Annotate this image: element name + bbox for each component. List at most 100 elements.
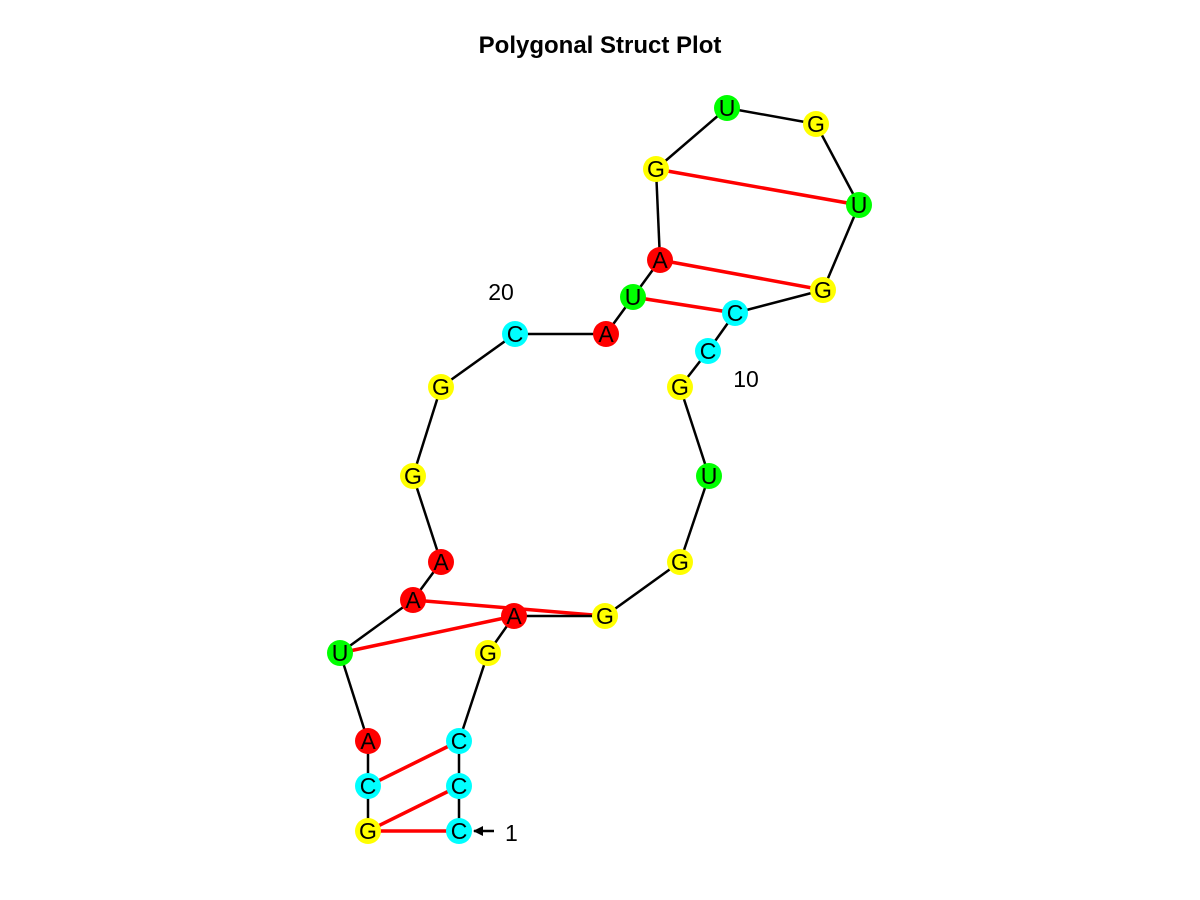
nucleotide-letter: C xyxy=(360,773,377,799)
nucleotide-letter: G xyxy=(814,277,832,303)
nucleotide-circle xyxy=(446,773,472,799)
backbone-line xyxy=(338,652,370,742)
nucleotide-circle xyxy=(696,463,722,489)
nucleotide-node: U xyxy=(327,640,353,666)
nucleotide-letter: A xyxy=(506,603,522,629)
nucleotide-circle xyxy=(502,321,528,347)
nucleotide-circle xyxy=(803,111,829,137)
nucleotide-node: G xyxy=(400,463,426,489)
nucleotide-circle xyxy=(647,247,673,273)
base-pair-line xyxy=(659,258,824,292)
nucleotide-letter: A xyxy=(652,247,668,273)
nucleotide-circle xyxy=(355,728,381,754)
nucleotide-circle xyxy=(667,374,693,400)
nucleotide-circle xyxy=(446,728,472,754)
nucleotide-circle xyxy=(714,95,740,121)
nucleotide-node: A xyxy=(428,549,454,575)
nucleotide-node: C xyxy=(446,728,472,754)
backbone-line xyxy=(655,107,728,170)
nucleotide-node: U xyxy=(846,192,872,218)
nucleotide-letter: C xyxy=(451,773,468,799)
nucleotide-letter: U xyxy=(719,95,736,121)
position-label-10: 10 xyxy=(733,366,759,392)
nucleotide-letter: G xyxy=(647,156,665,182)
nucleotide-node: G xyxy=(667,374,693,400)
nucleotide-letter: A xyxy=(433,549,449,575)
nucleotide-node: C xyxy=(446,773,472,799)
nucleotide-circle xyxy=(400,463,426,489)
nucleotide-circle xyxy=(846,192,872,218)
backbone-line xyxy=(814,123,861,206)
backbone-line xyxy=(726,106,817,126)
backbone-line xyxy=(654,168,662,261)
nucleotide-letter: C xyxy=(507,321,524,347)
nucleotide-node: C xyxy=(446,818,472,844)
nucleotide-node: C xyxy=(355,773,381,799)
nucleotide-circle xyxy=(810,277,836,303)
nucleotide-node: A xyxy=(355,728,381,754)
nucleotide-letter: G xyxy=(807,111,825,137)
base-pair-line xyxy=(655,167,860,207)
nucleotide-node: G xyxy=(643,156,669,182)
nucleotide-letter: G xyxy=(432,374,450,400)
backbone-line xyxy=(457,652,490,742)
nucleotide-letter: C xyxy=(727,300,744,326)
backbone-line xyxy=(678,386,711,477)
nucleotide-letter: A xyxy=(598,321,614,347)
nucleotide-circle xyxy=(475,640,501,666)
nucleotide-node: A xyxy=(593,321,619,347)
position-label-1: 1 xyxy=(505,820,518,846)
nucleotide-node: G xyxy=(475,640,501,666)
nucleotide-circle xyxy=(695,338,721,364)
nucleotide-letter: G xyxy=(671,549,689,575)
nucleotide-node: G xyxy=(803,111,829,137)
position-label-20: 20 xyxy=(488,279,514,305)
nucleotide-circle xyxy=(355,818,381,844)
nucleotide-node: G xyxy=(667,549,693,575)
nucleotide-letter: A xyxy=(360,728,376,754)
nucleotide-node: A xyxy=(647,247,673,273)
nucleotide-circle xyxy=(620,284,646,310)
nucleotide-letter: G xyxy=(359,818,377,844)
nucleotide-node: C xyxy=(502,321,528,347)
backbone-line xyxy=(604,560,681,618)
nucleotide-letter: G xyxy=(671,374,689,400)
backbone-line xyxy=(411,386,443,477)
base-pair-line xyxy=(632,295,736,315)
nucleotide-node: U xyxy=(620,284,646,310)
nucleotide-letter: G xyxy=(479,640,497,666)
nucleotide-letter: C xyxy=(451,818,468,844)
nucleotide-letter: U xyxy=(332,640,349,666)
nucleotide-node: U xyxy=(714,95,740,121)
nucleotide-circle xyxy=(446,818,472,844)
plot-title: Polygonal Struct Plot xyxy=(478,32,722,59)
backbone-line xyxy=(411,475,443,563)
nucleotide-node: U xyxy=(696,463,722,489)
nucleotide-node: G xyxy=(810,277,836,303)
backbone-line xyxy=(440,332,516,389)
nucleotide-node: G xyxy=(428,374,454,400)
nucleotide-node: C xyxy=(695,338,721,364)
backbone-line xyxy=(821,204,861,291)
nucleotide-circle xyxy=(428,549,454,575)
nucleotide-node: A xyxy=(400,587,426,613)
nucleotide-node: G xyxy=(592,603,618,629)
nucleotide-letter: G xyxy=(404,463,422,489)
nucleotide-circle xyxy=(592,603,618,629)
nucleotide-circle xyxy=(428,374,454,400)
nucleotide-letter: G xyxy=(596,603,614,629)
nucleotide-letter: U xyxy=(625,284,642,310)
nucleotide-circle xyxy=(400,587,426,613)
nucleotide-circle xyxy=(327,640,353,666)
base-pair-line xyxy=(367,784,460,833)
nucleotide-letter: U xyxy=(851,192,868,218)
base-pair-line xyxy=(339,614,515,655)
backbone-line xyxy=(678,475,711,563)
nucleotide-letter: U xyxy=(701,463,718,489)
nucleotide-node: G xyxy=(355,818,381,844)
nucleotide-circle xyxy=(722,300,748,326)
nucleotide-circle xyxy=(355,773,381,799)
nucleotide-letter: C xyxy=(700,338,717,364)
nucleotide-circle xyxy=(643,156,669,182)
